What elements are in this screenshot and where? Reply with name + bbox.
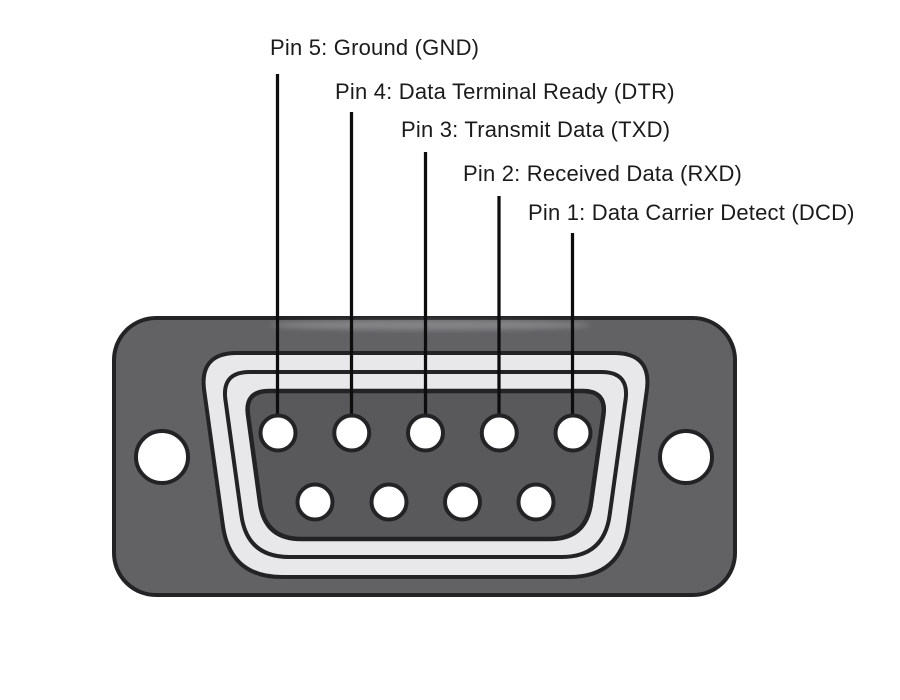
pin-holes-bottom-row <box>295 482 556 522</box>
label-pin-1: Pin 1: Data Carrier Detect (DCD) <box>528 200 855 225</box>
pin-hole-1 <box>553 413 593 453</box>
leader-lines <box>275 74 575 433</box>
pin-hole-bottom-1 <box>295 482 335 522</box>
pin-hole-bottom-3 <box>443 482 482 522</box>
pin-hole-bottom-2 <box>369 482 409 522</box>
pin-hole-5 <box>258 413 298 453</box>
body-highlight <box>270 320 590 330</box>
label-pin-2: Pin 2: Received Data (RXD) <box>463 161 743 186</box>
mounting-hole-right <box>658 429 714 485</box>
pin-holes-top-row <box>258 413 593 453</box>
pin-hole-3 <box>406 413 445 453</box>
pin-hole-4 <box>332 413 372 453</box>
d-shell-keyline <box>222 370 629 559</box>
mounting-hole-left <box>134 429 190 485</box>
label-pin-4: Pin 4: Data Terminal Ready (DTR) <box>335 79 675 104</box>
label-pin-3: Pin 3: Transmit Data (TXD) <box>401 117 671 142</box>
label-pin-5: Pin 5: Ground (GND) <box>270 35 480 60</box>
pin-hole-bottom-4 <box>516 482 556 522</box>
pin-hole-2 <box>479 413 519 453</box>
